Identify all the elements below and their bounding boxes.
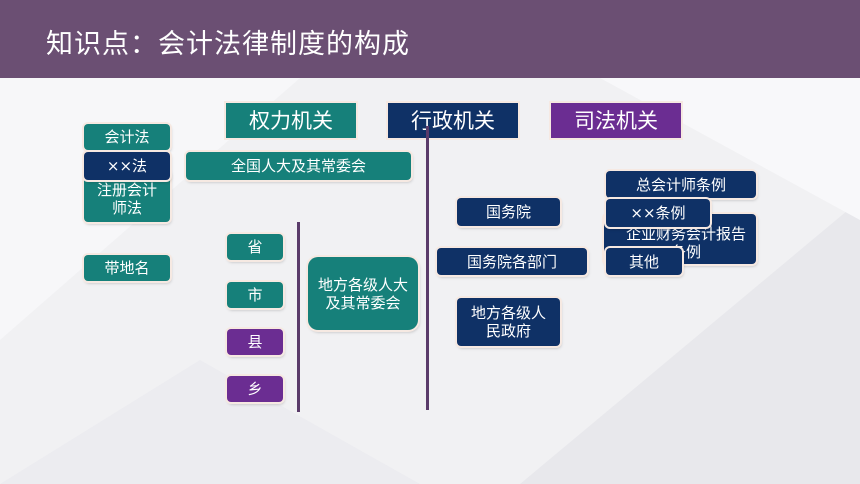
- heading-admin-organ: 行政机关: [388, 103, 518, 138]
- reg-others-box: 其他: [606, 248, 682, 275]
- law-label-cpa: 注册会计师法: [97, 181, 158, 217]
- divider-line-admin: [426, 126, 429, 410]
- level-city: 市: [227, 282, 283, 308]
- state-council-box: 国务院: [457, 198, 560, 226]
- heading-power-organ: 权力机关: [226, 103, 356, 138]
- local-congress-label: 地方各级人大及其常委会: [317, 275, 408, 312]
- local-government-label: 地方各级人民政府: [470, 304, 546, 340]
- reg-chief-accountant-box: 总会计师条例: [606, 171, 756, 198]
- reg-financial-report-label: 企业财务会计报告条例: [625, 225, 746, 261]
- level-province: 省: [227, 234, 283, 260]
- ministries-box: 国务院各部门: [437, 248, 587, 275]
- law-box-place-name: 带地名: [84, 255, 170, 281]
- reg-xx-box: ××条例: [606, 199, 710, 227]
- divider-line-power: [297, 222, 300, 412]
- heading-judicial-organ: 司法机关: [551, 103, 681, 138]
- level-county: 县: [227, 329, 283, 355]
- npc-box: 全国人大及其常委会: [186, 152, 411, 180]
- page-title: 知识点：会计法律制度的构成: [46, 29, 410, 60]
- level-township: 乡: [227, 376, 283, 402]
- header-bar: 知识点：会计法律制度的构成: [0, 0, 860, 78]
- law-box-accounting: 会计法: [84, 124, 170, 150]
- law-box-xx: ××法: [84, 152, 170, 180]
- local-government-box: 地方各级人民政府: [457, 298, 560, 346]
- local-congress-box: 地方各级人大及其常委会: [308, 257, 418, 330]
